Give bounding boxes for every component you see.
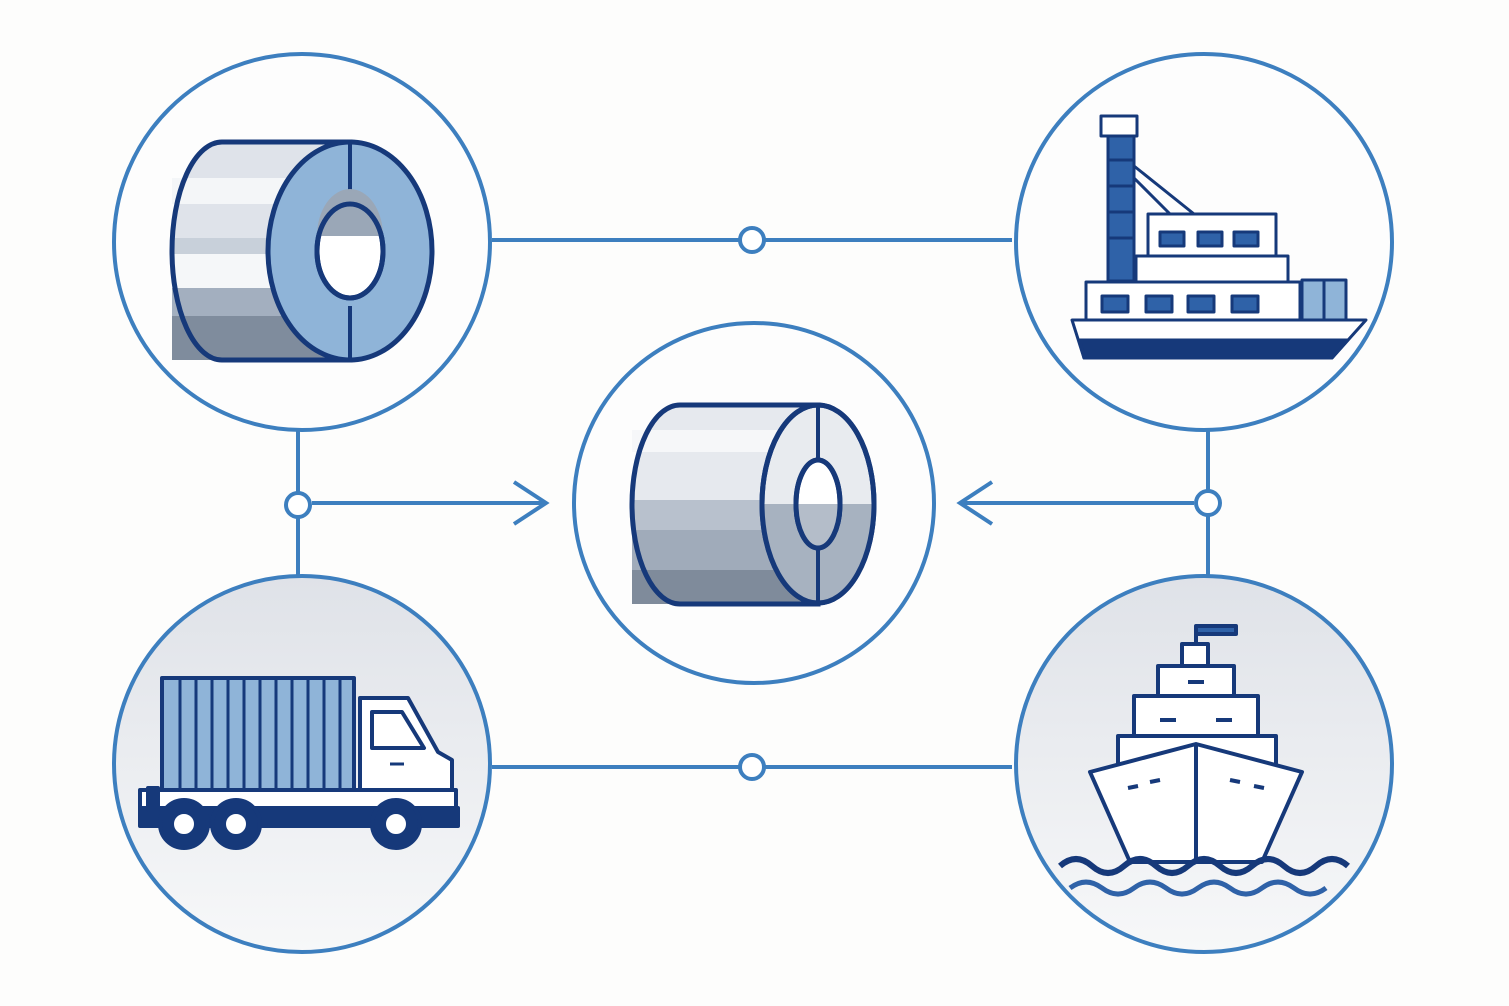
node-coil-center xyxy=(572,321,936,685)
ship-bow-icon xyxy=(1058,624,1350,897)
steel-coil-icon xyxy=(629,402,877,607)
node-coil-source xyxy=(112,52,492,432)
junction-node-top xyxy=(738,226,766,254)
cargo-ship-icon xyxy=(1070,114,1368,360)
junction-node-bottom xyxy=(738,753,766,781)
node-cargo-ship xyxy=(1014,52,1394,432)
node-vessel xyxy=(1014,574,1394,954)
arrow-right-icon xyxy=(312,480,550,526)
arrow-left-icon xyxy=(956,480,1194,526)
junction-node-left xyxy=(284,491,312,519)
junction-node-right xyxy=(1194,489,1222,517)
truck-icon xyxy=(138,676,460,850)
junction-nodes xyxy=(284,226,1222,781)
node-truck xyxy=(112,574,492,954)
steel-coil-icon xyxy=(169,139,435,363)
